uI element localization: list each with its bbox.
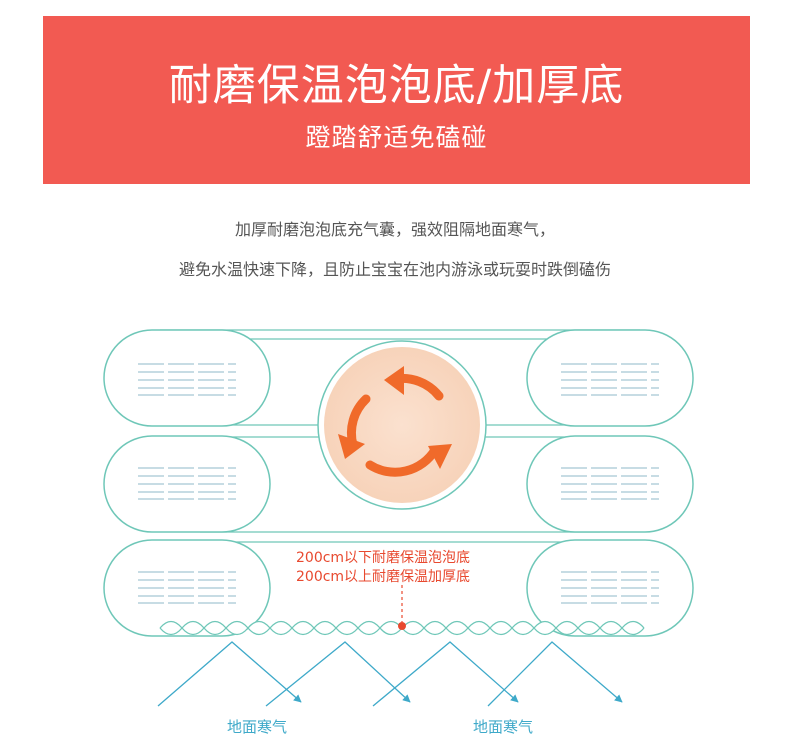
circulation-badge	[317, 340, 487, 510]
ground-cold-label-left: 地面寒气	[227, 718, 288, 736]
banner-title: 耐磨保温泡泡底/加厚底	[168, 61, 625, 111]
cold-air-arrows	[157, 641, 623, 707]
annotation-pointer	[398, 585, 406, 630]
header-banner: 耐磨保温泡泡底/加厚底 蹬踏舒适免磕碰	[43, 16, 750, 184]
bubble-floor	[159, 620, 645, 636]
ground-cold-label-right: 地面寒气	[473, 718, 534, 736]
description-line-1: 加厚耐磨泡泡底充气囊，强效阻隔地面寒气，	[234, 220, 555, 239]
ring-texture-lines	[138, 363, 659, 604]
annotation-thick-floor: 200cm以上耐磨保温加厚底	[296, 569, 471, 585]
right-air-rings	[526, 329, 694, 637]
banner-subtitle: 蹬踏舒适免磕碰	[305, 123, 488, 152]
left-air-rings	[103, 329, 271, 637]
description-line-2: 避免水温快速下降，且防止宝宝在池内游泳或玩耍时跌倒磕伤	[178, 260, 611, 279]
annotation-bubble-floor: 200cm以下耐磨保温泡泡底	[296, 550, 471, 566]
circulation-arrowheads	[338, 366, 452, 469]
